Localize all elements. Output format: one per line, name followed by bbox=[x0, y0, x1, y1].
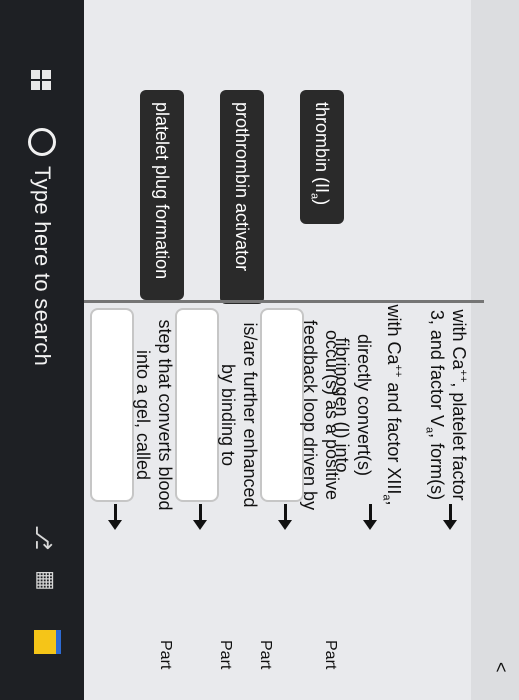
taskbar-search-input[interactable]: Type here to search bbox=[30, 166, 55, 367]
statement-line: with Ca++, platelet factor bbox=[449, 309, 469, 501]
answer-tag-label: platelet plug formation bbox=[152, 102, 172, 280]
statement-line: by binding to bbox=[218, 363, 238, 467]
statement-line: into a gel, called bbox=[133, 349, 153, 481]
statement-line: directly convert(s) bbox=[354, 333, 375, 477]
arrow-down-icon bbox=[275, 504, 295, 532]
arrow-down-icon bbox=[105, 504, 125, 532]
part-label: Part bbox=[157, 640, 174, 670]
statement-line: fibrinogen (I) into bbox=[332, 337, 353, 473]
answer-tag-platelet-plug[interactable]: platelet plug formation bbox=[140, 90, 184, 300]
statement-line: feedback loop driven by bbox=[300, 319, 320, 511]
statement-line: is/are further enhanced bbox=[240, 322, 260, 508]
statement-step5: with Ca++, platelet factor 3, and factor… bbox=[418, 295, 474, 515]
part-label: Part bbox=[257, 640, 274, 670]
answer-tag-label: prothrombin activator bbox=[232, 102, 252, 272]
top-edge-strip bbox=[471, 0, 519, 700]
nav-prev-button[interactable]: < bbox=[491, 662, 511, 673]
answer-tag-prothrombin-activator[interactable]: prothrombin activator bbox=[220, 90, 264, 304]
arrow-down-icon bbox=[190, 504, 210, 532]
dropzone-step3[interactable] bbox=[260, 308, 304, 502]
arrow-down-icon bbox=[440, 504, 460, 532]
cortana-search-icon[interactable] bbox=[28, 128, 56, 156]
part-label: Part bbox=[217, 640, 234, 670]
answer-tag-thrombin[interactable]: thrombin (IIa) bbox=[300, 90, 344, 224]
task-view-icon[interactable]: ▦ bbox=[34, 570, 59, 591]
answer-tag-label: ) bbox=[312, 199, 332, 206]
file-explorer-icon[interactable] bbox=[34, 630, 61, 654]
dropzone-step1[interactable] bbox=[90, 308, 134, 502]
mic-icon[interactable]: ⎇ bbox=[31, 525, 56, 551]
arrow-down-icon bbox=[360, 504, 380, 532]
statement-step4: with Ca++ and factor XIIIa, directly con… bbox=[331, 290, 409, 520]
worksheet-area: platelet plug formation prothrombin acti… bbox=[84, 0, 519, 700]
windows-start-icon[interactable] bbox=[31, 70, 51, 90]
statement-line: step that converts blood bbox=[155, 319, 175, 511]
answer-tag-label: thrombin (II bbox=[312, 102, 332, 194]
statement-line: with Ca++ and factor XIIIa, bbox=[380, 304, 404, 506]
statement-step2: is/are further enhanced by binding to bbox=[217, 310, 261, 520]
statement-step1: step that converts blood into a gel, cal… bbox=[132, 310, 176, 520]
part-label: Part bbox=[322, 640, 339, 670]
statement-line: 3, and factor Va, form(s) bbox=[423, 309, 447, 501]
dropzone-step2[interactable] bbox=[175, 308, 219, 502]
